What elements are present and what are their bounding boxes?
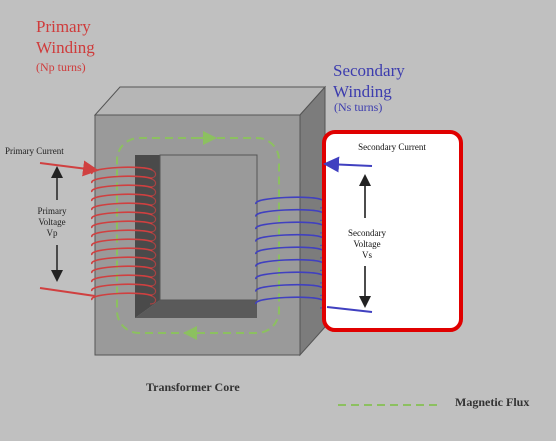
primary-coil-turn (91, 220, 153, 229)
secondary-voltage-line1: Secondary (348, 228, 386, 238)
primary-voltage-line2: Voltage (38, 217, 66, 227)
secondary-voltage-label: Secondary Voltage Vs (337, 228, 397, 261)
secondary-lead-bottom (326, 306, 373, 313)
secondary-title-line1: Secondary (333, 61, 405, 80)
secondary-lead-top (323, 156, 373, 173)
magnetic-flux-caption: Magnetic Flux (455, 395, 530, 409)
primary-coil-turn-back (149, 295, 157, 305)
secondary-coil-turn (255, 283, 323, 293)
primary-lead-top (39, 160, 99, 177)
secondary-winding-title: Secondary Winding (333, 60, 405, 102)
primary-coil-turn (91, 265, 153, 274)
secondary-coil-turn (255, 208, 323, 218)
primary-coil (91, 166, 157, 305)
core-top-face (93, 86, 327, 116)
transformer-core-caption: Transformer Core (146, 380, 240, 394)
core-window (159, 154, 258, 301)
primary-coil-turn (91, 193, 153, 202)
primary-voltage-line3: Vp (46, 228, 58, 238)
primary-voltage-label: Primary Voltage Vp (28, 206, 76, 239)
primary-coil-turn (91, 274, 153, 283)
secondary-voltage-line2: Voltage (353, 239, 381, 249)
secondary-coil-turn (255, 271, 323, 280)
primary-coil-turn (91, 283, 153, 292)
primary-coil-turn (91, 256, 153, 265)
primary-lead-bottom (39, 287, 96, 297)
primary-turns-label: (Np turns) (36, 60, 86, 74)
primary-coil-turn (91, 247, 153, 256)
primary-coil-turn (91, 211, 153, 220)
primary-voltage-line1: Primary (37, 206, 67, 216)
primary-title-line1: Primary (36, 17, 91, 36)
primary-current-label: Primary Current (5, 146, 64, 156)
secondary-highlight-box (322, 130, 463, 332)
primary-coil-turn (91, 238, 153, 247)
secondary-title-line2: Winding (333, 82, 392, 101)
primary-coil-turn (91, 166, 153, 175)
primary-winding-title: Primary Winding (36, 16, 95, 58)
secondary-coil-turn (255, 221, 323, 230)
secondary-turns-label: (Ns turns) (334, 100, 383, 114)
core-window-inner-bottom (135, 300, 257, 318)
secondary-coil-turn (255, 258, 323, 268)
primary-coil-turn (91, 229, 153, 238)
secondary-coil-turn (255, 246, 323, 255)
primary-coil-turn (91, 202, 153, 211)
primary-coil-turn (91, 184, 153, 193)
secondary-coil-turn (255, 233, 323, 243)
secondary-voltage-line3: Vs (361, 250, 372, 260)
secondary-current-label: Secondary Current (358, 142, 426, 152)
secondary-coil-turn (255, 196, 323, 205)
secondary-coil-turn (255, 296, 323, 305)
primary-title-line2: Winding (36, 38, 95, 57)
primary-coil-turn (91, 292, 153, 301)
primary-coil-turn (91, 175, 153, 184)
